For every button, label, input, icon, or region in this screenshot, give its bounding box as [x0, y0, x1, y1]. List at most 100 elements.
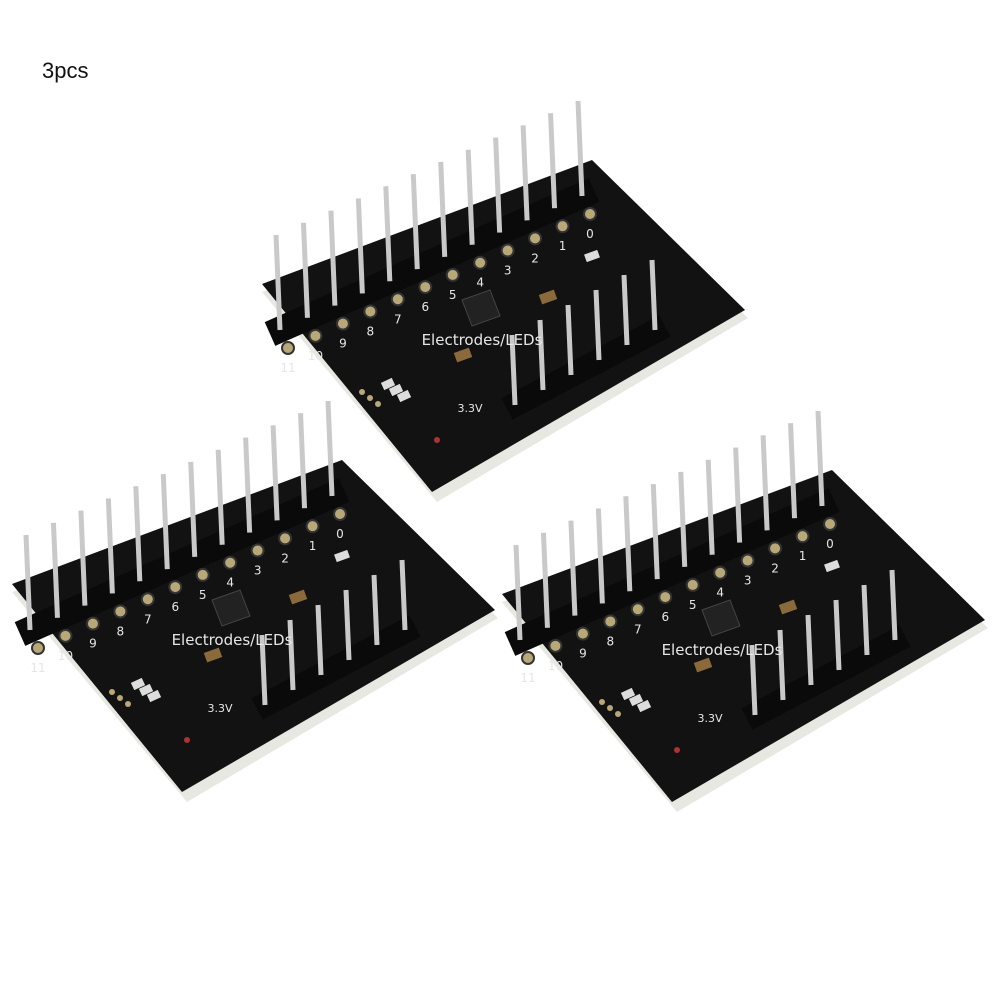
- header-pin: [438, 161, 448, 258]
- solder-pad: [603, 614, 618, 629]
- header-pin: [105, 498, 115, 594]
- pin-number-label: 7: [144, 612, 152, 626]
- via: [674, 747, 680, 753]
- solder-pad: [630, 602, 645, 617]
- quantity-caption: 3pcs: [42, 58, 89, 83]
- pin-number-label: 8: [117, 624, 125, 638]
- via: [359, 389, 365, 395]
- solder-pad: [168, 580, 183, 595]
- header-pin: [733, 447, 743, 543]
- solder-pad: [278, 531, 293, 546]
- header-pin: [300, 222, 310, 318]
- pin-number-label: 11: [280, 361, 295, 375]
- solder-pad: [583, 207, 597, 221]
- solder-pad: [363, 304, 378, 319]
- header-pin: [243, 437, 253, 533]
- pin-number-label: 8: [367, 324, 375, 338]
- solder-pad: [390, 292, 405, 307]
- side-header-pin: [593, 289, 602, 361]
- solder-pad: [281, 341, 295, 355]
- solder-pad: [308, 328, 323, 343]
- header-pin: [133, 486, 143, 582]
- side-header-pin: [259, 634, 268, 706]
- capacitor: [288, 589, 308, 605]
- resistor: [584, 249, 600, 263]
- header-pin: [760, 435, 770, 531]
- pin-number-label: 5: [449, 288, 457, 302]
- resistor: [824, 559, 840, 573]
- side-header-pin: [621, 274, 630, 346]
- pin-number-label: 1: [309, 539, 317, 553]
- resistor: [396, 389, 412, 403]
- resistor: [620, 687, 636, 701]
- side-header-pin: [649, 259, 658, 331]
- resistor: [636, 699, 652, 713]
- ic-chip: [211, 589, 251, 627]
- via: [434, 437, 440, 443]
- via: [109, 689, 115, 695]
- side-header-pin: [833, 599, 842, 671]
- pin-number-label: 10: [548, 659, 563, 673]
- side-header-pin: [565, 304, 574, 376]
- solder-pad: [305, 519, 320, 534]
- pin-number-label: 6: [661, 610, 669, 624]
- side-header-pin: [287, 619, 296, 691]
- solder-pad: [795, 529, 810, 544]
- solder-pad: [445, 267, 460, 282]
- header-pin: [595, 508, 605, 604]
- pin-number-label: 2: [771, 561, 779, 575]
- voltage-label: 3.3V: [697, 712, 722, 725]
- side-header-strip: [251, 615, 421, 720]
- capacitor: [203, 647, 223, 663]
- header-pin: [568, 520, 578, 616]
- side-header-strip: [501, 315, 671, 420]
- solder-pad: [85, 616, 100, 631]
- header-pin: [383, 186, 393, 282]
- pin-number-label: 7: [634, 622, 642, 636]
- pin-number-label: 6: [171, 600, 179, 614]
- solder-pad: [528, 231, 543, 246]
- side-header-strip: [741, 625, 911, 730]
- capacitor: [778, 599, 798, 615]
- header-pin: [215, 449, 225, 545]
- pin-number-label: 2: [531, 251, 539, 265]
- electrodes-label: Electrodes/LEDs: [172, 631, 293, 649]
- solder-pad: [223, 555, 238, 570]
- pin-number-label: 9: [339, 337, 347, 351]
- resistor: [380, 377, 396, 391]
- board-pcb: [262, 160, 745, 492]
- solder-pad: [140, 592, 155, 607]
- solder-pad: [685, 577, 700, 592]
- pin-number-label: 4: [226, 576, 234, 590]
- header-pin: [540, 532, 550, 628]
- header-pin: [298, 413, 308, 509]
- pin-number-label: 1: [559, 239, 567, 253]
- via: [117, 695, 123, 701]
- solder-pad: [768, 541, 783, 556]
- side-header-pin: [343, 589, 352, 661]
- solder-pad: [658, 590, 673, 605]
- solder-pad: [740, 553, 755, 568]
- header-pin: [50, 522, 60, 618]
- electrodes-label: Electrodes/LEDs: [662, 641, 783, 659]
- header-pin: [575, 100, 585, 197]
- header-pin: [815, 410, 825, 507]
- header-pin: [513, 544, 523, 641]
- pin-number-label: 4: [476, 276, 484, 290]
- solder-pad: [418, 280, 433, 295]
- capacitor: [693, 657, 713, 673]
- header-pin: [328, 210, 338, 306]
- header-pin: [78, 510, 88, 606]
- via: [599, 699, 605, 705]
- side-header-pin: [889, 569, 898, 641]
- header-pin: [650, 483, 660, 580]
- pin-header-strip: [14, 478, 350, 646]
- pin-number-label: 11: [520, 671, 535, 685]
- solder-pad: [31, 641, 45, 655]
- electrodes-label: Electrodes/LEDs: [422, 331, 543, 349]
- via: [184, 737, 190, 743]
- resistor: [138, 683, 154, 697]
- solder-pad: [713, 565, 728, 580]
- resistor: [628, 693, 644, 707]
